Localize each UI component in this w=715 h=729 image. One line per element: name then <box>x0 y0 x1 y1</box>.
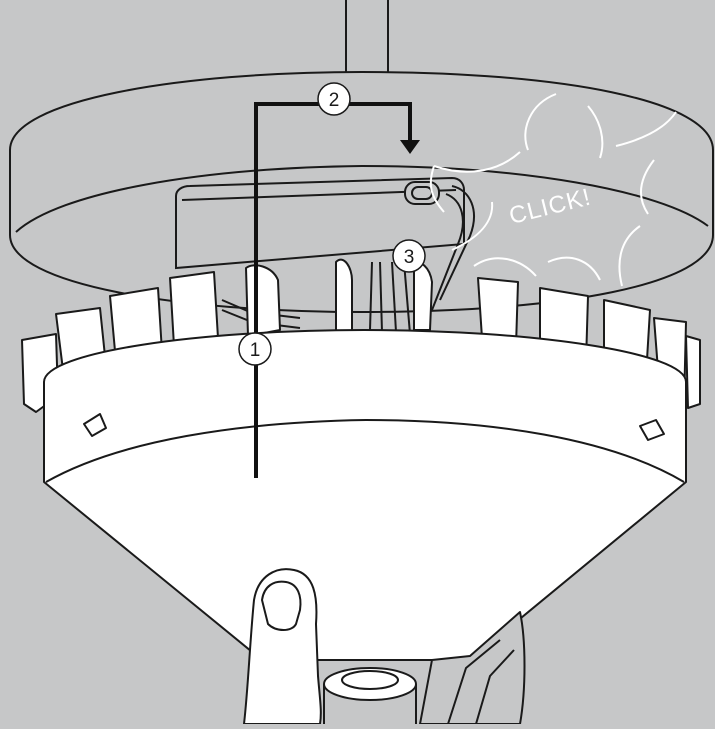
fixture-body <box>43 329 687 661</box>
connector-block <box>175 176 475 335</box>
lamp-socket <box>323 667 417 724</box>
ceiling-rod <box>345 0 389 76</box>
click-burst <box>429 93 677 287</box>
callout-3: 3 <box>392 239 426 273</box>
callout-2: 2 <box>317 82 351 116</box>
callout-3-number: 3 <box>404 247 415 268</box>
callout-1-number: 1 <box>250 340 261 361</box>
arrow-head <box>400 140 420 154</box>
hand <box>243 568 526 725</box>
callout-2-number: 2 <box>329 90 340 111</box>
callout-1: 1 <box>238 332 272 366</box>
